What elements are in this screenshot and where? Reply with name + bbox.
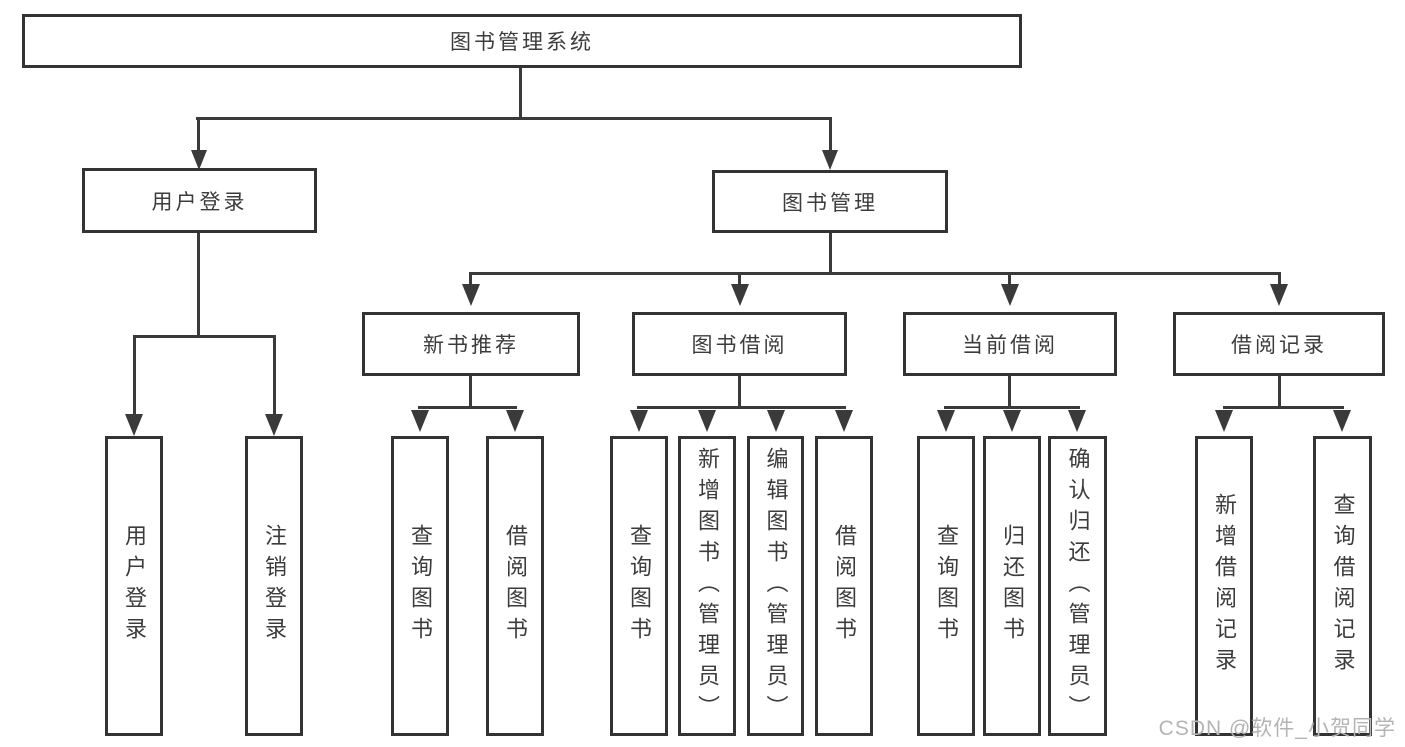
node-add-borrow-record: 新增借阅记录 bbox=[1195, 436, 1253, 736]
arrowhead bbox=[835, 410, 853, 432]
node-label: 确认归还（管理员） bbox=[1065, 446, 1091, 726]
connector bbox=[197, 233, 200, 335]
node-borrow-records: 借阅记录 bbox=[1173, 312, 1385, 376]
connector bbox=[519, 68, 522, 118]
node-edit-book-admin: 编辑图书（管理员） bbox=[747, 436, 804, 736]
node-confirm-return-admin: 确认归还（管理员） bbox=[1048, 436, 1107, 736]
connector bbox=[738, 272, 741, 285]
connector bbox=[197, 117, 200, 151]
connector bbox=[1278, 376, 1281, 409]
node-book-management: 图书管理 bbox=[712, 170, 948, 233]
connector bbox=[1223, 406, 1344, 409]
arrowhead bbox=[731, 284, 749, 306]
node-label: 新书推荐 bbox=[423, 334, 519, 357]
node-label: 注销登录 bbox=[262, 524, 287, 648]
arrowhead bbox=[937, 410, 955, 432]
node-label: 查询借阅记录 bbox=[1330, 493, 1356, 679]
arrowhead bbox=[630, 410, 648, 432]
node-query-books-borrow: 查询图书 bbox=[610, 436, 668, 736]
connector bbox=[469, 272, 1281, 275]
arrowhead bbox=[1215, 410, 1233, 432]
arrowhead bbox=[1068, 410, 1086, 432]
connector bbox=[469, 272, 472, 285]
watermark: CSDN @软件_小贺同学 bbox=[1158, 717, 1396, 740]
arrowhead bbox=[822, 150, 838, 170]
node-borrow-books-recommend: 借阅图书 bbox=[486, 436, 544, 736]
node-label: 新增图书（管理员） bbox=[695, 446, 720, 726]
node-label: 查询图书 bbox=[934, 524, 959, 648]
connector bbox=[469, 376, 472, 409]
node-label: 用户登录 bbox=[151, 190, 248, 214]
node-current-borrow: 当前借阅 bbox=[903, 312, 1117, 376]
node-add-book-admin: 新增图书（管理员） bbox=[678, 436, 736, 736]
arrowhead bbox=[1270, 284, 1288, 306]
node-return-book: 归还图书 bbox=[983, 436, 1041, 736]
node-label: 图书管理系统 bbox=[450, 31, 594, 54]
node-label: 借阅图书 bbox=[503, 524, 528, 648]
connector bbox=[418, 406, 517, 409]
arrowhead bbox=[698, 410, 716, 432]
node-label: 新增借阅记录 bbox=[1212, 493, 1237, 679]
node-label: 查询图书 bbox=[408, 524, 433, 648]
node-label: 当前借阅 bbox=[962, 334, 1058, 357]
connector bbox=[1278, 272, 1281, 285]
node-new-book-recommend: 新书推荐 bbox=[362, 312, 580, 376]
connector bbox=[273, 335, 276, 416]
node-label: 借阅记录 bbox=[1231, 334, 1327, 357]
arrowhead bbox=[767, 410, 785, 432]
arrowhead bbox=[506, 410, 524, 432]
connector bbox=[196, 117, 832, 120]
node-logout: 注销登录 bbox=[245, 436, 303, 736]
node-label: 图书管理 bbox=[782, 191, 878, 215]
arrowhead bbox=[191, 150, 207, 170]
arrowhead bbox=[411, 410, 429, 432]
node-query-books-current: 查询图书 bbox=[917, 436, 975, 736]
node-book-borrow: 图书借阅 bbox=[632, 312, 847, 376]
node-query-borrow-record: 查询借阅记录 bbox=[1313, 436, 1372, 736]
connector bbox=[829, 117, 832, 151]
arrowhead bbox=[1003, 410, 1021, 432]
node-login: 用户登录 bbox=[105, 436, 163, 736]
node-label: 归还图书 bbox=[1000, 524, 1025, 648]
node-label: 借阅图书 bbox=[832, 524, 857, 648]
arrowhead bbox=[1001, 284, 1019, 306]
connector bbox=[637, 406, 846, 409]
connector bbox=[133, 335, 276, 338]
connector bbox=[944, 406, 1080, 409]
connector bbox=[1008, 272, 1011, 285]
connector bbox=[133, 335, 136, 416]
arrowhead bbox=[462, 284, 480, 306]
arrowhead bbox=[125, 414, 143, 436]
node-query-books-recommend: 查询图书 bbox=[391, 436, 449, 736]
node-label: 查询图书 bbox=[627, 524, 652, 648]
connector bbox=[1008, 376, 1011, 409]
arrowhead bbox=[1333, 410, 1351, 432]
node-borrow-books: 借阅图书 bbox=[815, 436, 873, 736]
node-label: 用户登录 bbox=[122, 524, 147, 648]
node-user-login: 用户登录 bbox=[82, 168, 317, 233]
arrowhead bbox=[265, 414, 283, 436]
node-label: 编辑图书（管理员） bbox=[763, 446, 789, 726]
node-root: 图书管理系统 bbox=[22, 14, 1022, 68]
connector bbox=[829, 233, 832, 274]
connector bbox=[738, 376, 741, 409]
node-label: 图书借阅 bbox=[691, 334, 788, 357]
